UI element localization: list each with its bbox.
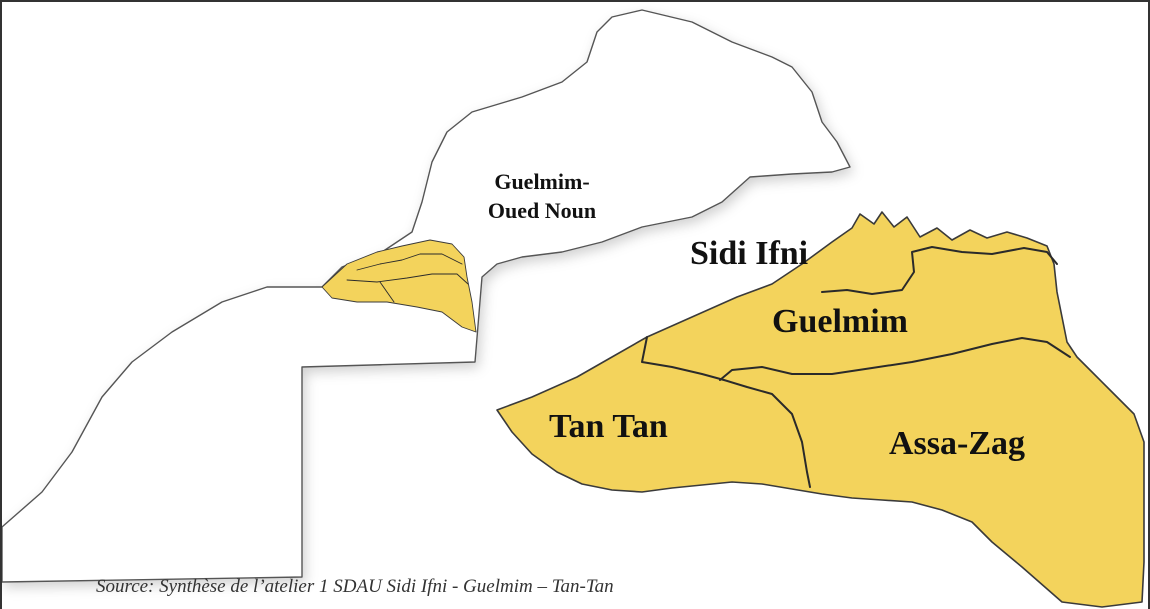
province-label-tan-tan: Tan Tan — [549, 408, 668, 445]
inset-region-highlight — [321, 239, 477, 333]
boundary-sidi-ifni-guelmim — [821, 246, 1058, 295]
source-caption: Source: Synthèse de l’atelier 1 SDAU Sid… — [96, 576, 614, 597]
province-label-assa-zag: Assa-Zag — [889, 425, 1025, 462]
inset-boundary-middle — [346, 273, 469, 285]
region-label-line-2: Oued Noun — [488, 198, 596, 223]
inset-boundary-south — [379, 281, 395, 303]
region-label-guelmim-oued-noun: Guelmim- Oued Noun — [488, 169, 596, 223]
boundary-guelmim-assa-zag — [719, 337, 1071, 381]
region-label-line-1: Guelmim- — [494, 169, 589, 194]
inset-region — [321, 239, 477, 333]
province-label-guelmim: Guelmim — [772, 303, 908, 340]
province-detail-map — [496, 211, 1145, 608]
province-detail-fill — [496, 211, 1145, 608]
province-label-sidi-ifni: Sidi Ifni — [690, 235, 808, 272]
inset-boundary-north — [356, 253, 463, 271]
boundary-guelmim-tan-tan — [641, 336, 811, 488]
